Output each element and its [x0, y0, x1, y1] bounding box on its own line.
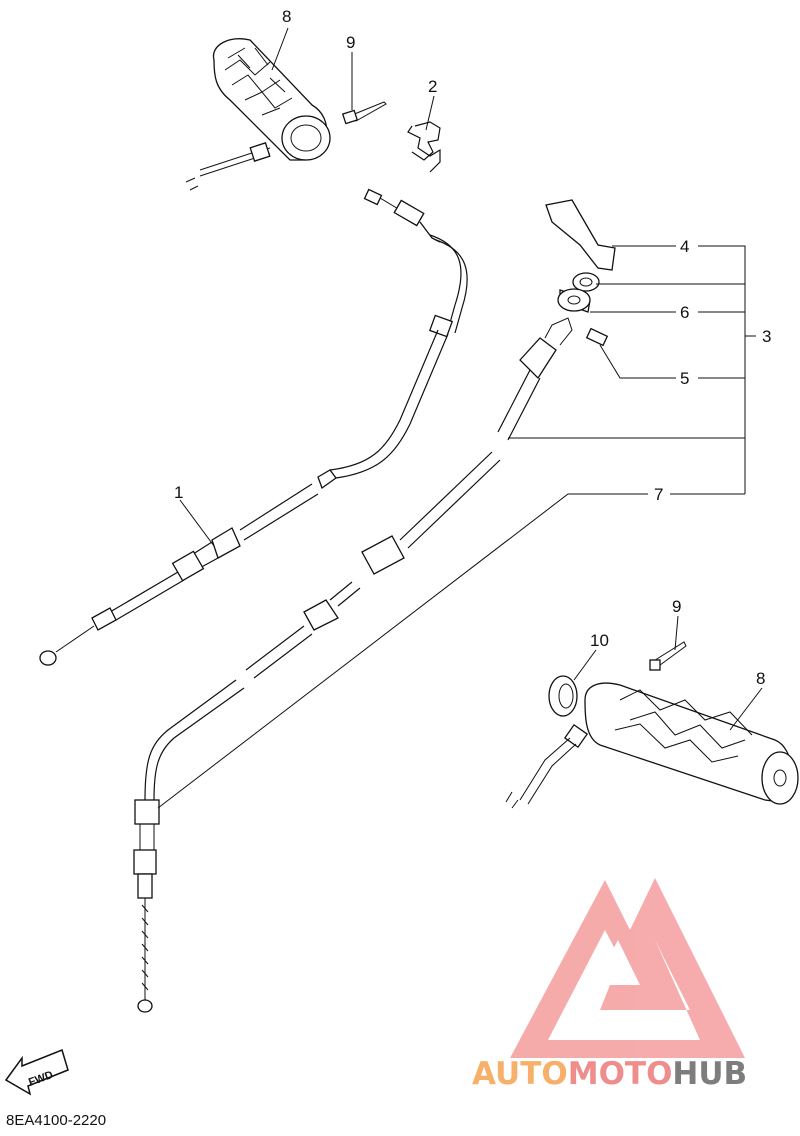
cable-clip-part: [407, 121, 441, 173]
callout-1: 1: [174, 483, 183, 502]
adjuster-assembly-part: [545, 199, 616, 347]
watermark-brand: AUTOMOTOHUB: [472, 1056, 747, 1092]
throttle-cable-7: [133, 317, 573, 1013]
callout-2: 2: [428, 77, 437, 96]
watermark-logo: [510, 878, 745, 1058]
callout-6: 6: [680, 303, 689, 322]
callout-8-bottom: 8: [756, 669, 765, 688]
callout-9-top: 9: [346, 33, 355, 52]
screw-top-part: [341, 101, 387, 125]
leader-lines: [157, 27, 763, 809]
watermark-auto: AUTO: [472, 1056, 568, 1092]
watermark-moto: MOTO: [568, 1056, 673, 1092]
callout-3: 3: [762, 327, 771, 346]
callout-10: 10: [590, 631, 609, 650]
throttle-cable-1: [39, 188, 468, 666]
right-grip-part: [505, 641, 799, 809]
callout-5: 5: [680, 369, 689, 388]
left-grip-part: [185, 38, 331, 191]
callout-8-top: 8: [282, 7, 291, 26]
fwd-arrow-icon: FWD: [4, 1048, 69, 1096]
callout-9-bottom: 9: [672, 597, 681, 616]
callout-4: 4: [680, 237, 689, 256]
callout-7: 7: [654, 485, 663, 504]
document-code: 8EA4100-2220: [6, 1112, 107, 1129]
watermark-hub: HUB: [672, 1056, 747, 1092]
